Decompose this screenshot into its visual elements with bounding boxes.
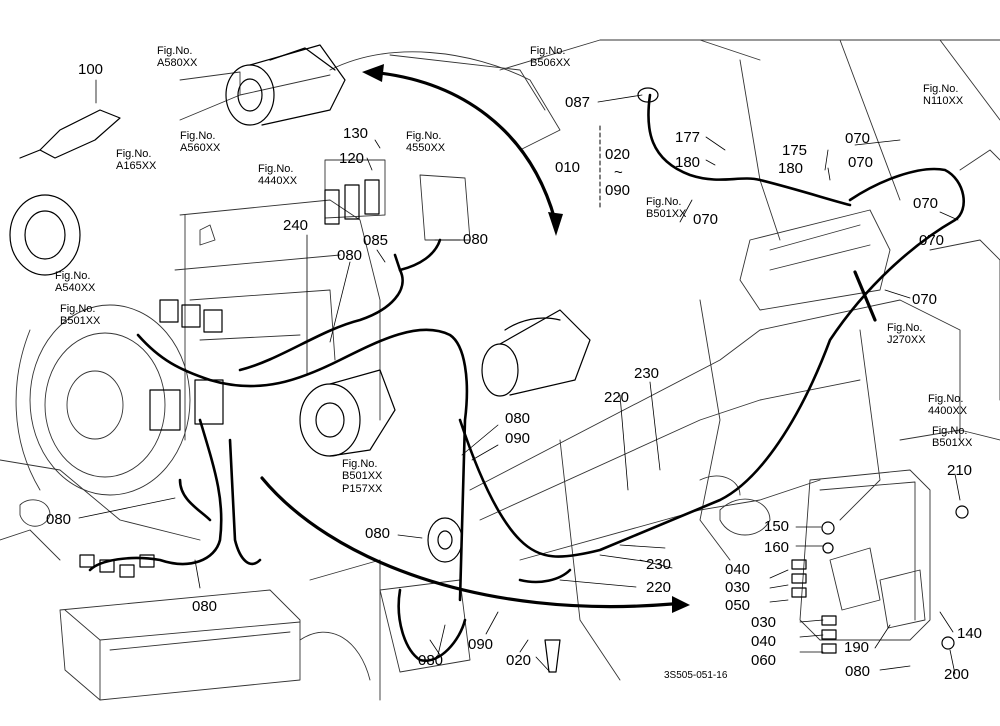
part-label: 070	[919, 232, 945, 249]
part-label: 080	[463, 231, 489, 248]
fig-ref-prefix: Fig.No.	[180, 130, 216, 142]
range-tilde: ~	[614, 164, 623, 181]
fig-ref-code: J270XX	[887, 334, 926, 347]
range-to: 090	[605, 182, 631, 199]
part-label: 210	[947, 462, 973, 479]
fig-ref-code: B501XX	[342, 470, 383, 483]
part-label: 177	[675, 129, 701, 146]
fig-ref-j270: Fig.No.J270XX	[887, 322, 926, 347]
fig-ref-a580: Fig.No.A580XX	[157, 45, 197, 70]
part-label: 150	[764, 518, 790, 535]
fig-ref-prefix: Fig.No.	[342, 458, 378, 470]
fig-ref-code: B501XX	[646, 208, 687, 221]
part-label: 230	[646, 556, 672, 573]
part-label: 160	[764, 539, 790, 556]
part-label: 087	[565, 94, 591, 111]
part-label: 080	[46, 511, 72, 528]
fig-ref-prefix: Fig.No.	[157, 45, 193, 57]
part-label: 080	[505, 410, 531, 427]
fig-ref-n110: Fig.No.N110XX	[923, 83, 963, 108]
range-from: 020	[605, 146, 631, 163]
fig-ref-a165: Fig.No.A165XX	[116, 148, 156, 173]
part-label: 080	[365, 525, 391, 542]
part-label: 130	[343, 125, 369, 142]
part-label: 220	[604, 389, 630, 406]
part-label: 070	[693, 211, 719, 228]
part-label: 080	[337, 247, 363, 264]
drawing-code: 3S505-051-16	[664, 670, 728, 681]
part-label: 230	[634, 365, 660, 382]
part-label: 020	[506, 652, 532, 669]
part-label: 030	[751, 614, 777, 631]
part-label: 040	[751, 633, 777, 650]
fig-ref-prefix: Fig.No.	[887, 322, 923, 334]
part-label: 180	[675, 154, 701, 171]
fig-ref-prefix: Fig.No.	[923, 83, 959, 95]
fig-ref-prefix: Fig.No.	[60, 303, 96, 315]
fig-ref-code: B501XX	[932, 437, 973, 450]
part-label: 080	[418, 652, 444, 669]
part-label: 050	[725, 597, 751, 614]
fig-ref-4400: Fig.No.4400XX	[928, 393, 967, 418]
part-label: 090	[505, 430, 531, 447]
fig-ref-code: A540XX	[55, 282, 96, 295]
fig-ref-prefix: Fig.No.	[928, 393, 964, 405]
fig-ref-code: A560XX	[180, 142, 221, 155]
part-label: 085	[363, 232, 389, 249]
fig-ref-code: A580XX	[157, 57, 198, 70]
fig-ref-code: 4440XX	[258, 175, 298, 188]
fig-ref-code: P157XX	[342, 482, 383, 495]
fig-ref-code: B506XX	[530, 57, 571, 70]
fig-ref-prefix: Fig.No.	[406, 130, 442, 142]
fig-ref-prefix: Fig.No.	[932, 425, 968, 437]
fig-ref-a540: Fig.No.A540XX	[55, 270, 95, 295]
fig-ref-b501-top: Fig.No.B501XX	[646, 196, 686, 221]
part-label: 060	[751, 652, 777, 669]
fig-ref-b506: Fig.No.B506XX	[530, 45, 570, 70]
range-code: 010	[555, 159, 581, 176]
fig-ref-prefix: Fig.No.	[116, 148, 152, 160]
fig-ref-prefix: Fig.No.	[530, 45, 566, 57]
fig-ref-code: 4400XX	[928, 405, 968, 418]
fig-ref-4550: Fig.No.4550XX	[406, 130, 445, 155]
fig-ref-4440: Fig.No.4440XX	[258, 163, 297, 188]
fig-ref-code: B501XX	[60, 315, 101, 328]
part-label: 080	[192, 598, 218, 615]
fig-ref-code: 4550XX	[406, 142, 446, 155]
part-label: 070	[912, 291, 938, 308]
fig-ref-a560: Fig.No.A560XX	[180, 130, 220, 155]
part-label: 030	[725, 579, 751, 596]
part-label: 200	[944, 666, 970, 683]
part-label: 190	[844, 639, 870, 656]
part-label: 120	[339, 150, 365, 167]
part-label: 070	[913, 195, 939, 212]
part-label: 070	[848, 154, 874, 171]
part-label: 090	[468, 636, 494, 653]
part-label: 040	[725, 561, 751, 578]
fig-ref-code: N110XX	[923, 95, 964, 108]
fig-ref-prefix: Fig.No.	[646, 196, 682, 208]
part-label: 220	[646, 579, 672, 596]
fig-ref-b501-right: Fig.No.B501XX	[932, 425, 972, 450]
part-label: 070	[845, 130, 871, 147]
part-label: 140	[957, 625, 983, 642]
fig-ref-prefix: Fig.No.	[55, 270, 91, 282]
fig-ref-code: A165XX	[116, 160, 157, 173]
part-label: 180	[778, 160, 804, 177]
fig-ref-b501-left: Fig.No.B501XX	[60, 303, 100, 328]
fig-ref-prefix: Fig.No.	[258, 163, 294, 175]
part-label: 100	[78, 61, 104, 78]
part-label: 175	[782, 142, 808, 159]
part-label: 080	[845, 663, 871, 680]
part-label: 240	[283, 217, 309, 234]
